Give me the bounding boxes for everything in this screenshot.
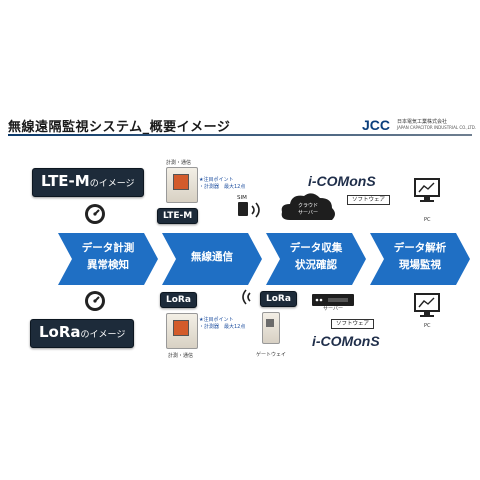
lte-m-badge-main: LTE-M bbox=[41, 172, 90, 190]
lora-device-image bbox=[166, 313, 198, 349]
lte-note: ★注目ポイント ・計測器 最大12点 bbox=[199, 177, 245, 191]
lte-m-badge-suffix: のイメージ bbox=[89, 179, 135, 189]
flow-step-4-text: データ解析 現場監視 bbox=[370, 240, 470, 274]
flow-step-1-text: データ計測 異常検知 bbox=[58, 240, 158, 274]
gauge-icon bbox=[84, 203, 106, 225]
lora-small-badge-left: LoRa bbox=[160, 292, 197, 308]
flow-step-3: データ収集 状況確認 bbox=[266, 233, 366, 285]
flow-step-2-line1: 無線通信 bbox=[191, 251, 233, 263]
lora-small-badge-right: LoRa bbox=[260, 291, 297, 307]
flow-step-1-line1: データ計測 bbox=[81, 242, 135, 254]
icomons-logo-bottom: i-COMonS bbox=[312, 333, 380, 349]
flow-arrow-shape-4 bbox=[370, 233, 470, 285]
monitor-chart-icon bbox=[414, 178, 440, 204]
cloud-label-line1: クラウド bbox=[297, 203, 318, 209]
lte-note-title: ★注目ポイント bbox=[199, 177, 234, 183]
lte-note-detail: ・計測器 最大12点 bbox=[199, 184, 246, 190]
lora-device-caption: 計測・通信 bbox=[168, 353, 194, 359]
cloud-icon: クラウド サーバー bbox=[278, 190, 338, 226]
lte-m-badge: LTE-Mのイメージ bbox=[32, 168, 144, 197]
flow-step-4-line1: データ解析 bbox=[393, 242, 447, 254]
lora-badge-main: LoRa bbox=[39, 323, 81, 341]
device-screen bbox=[173, 320, 189, 336]
gateway-caption: ゲートウェイ bbox=[256, 352, 287, 358]
server-rack-icon bbox=[312, 291, 354, 306]
sim-label: SIM bbox=[237, 195, 247, 201]
lte-device-image bbox=[166, 167, 198, 203]
flow-step-4: データ解析 現場監視 bbox=[370, 233, 470, 285]
logo-company-name-en: JAPAN CAPACITOR INDUSTRIAL CO.,LTD. bbox=[397, 125, 477, 130]
gateway-device-image bbox=[262, 312, 280, 344]
sim-card-icon bbox=[238, 202, 248, 216]
cloud-label: クラウド サーバー bbox=[294, 203, 322, 217]
logo-company-name: 日本電気工業株式会社 bbox=[397, 119, 448, 125]
flow-step-1-line2: 異常検知 bbox=[87, 259, 129, 271]
lora-note: ★注目ポイント ・計測器 最大12点 bbox=[199, 317, 245, 331]
server-software-label: ソフトウェア bbox=[331, 319, 375, 329]
flow-step-3-line1: データ収集 bbox=[289, 242, 343, 254]
lte-device-caption: 計測・通信 bbox=[166, 160, 192, 166]
flow-step-1: データ計測 異常検知 bbox=[58, 233, 158, 285]
gateway-panel bbox=[266, 319, 274, 327]
cloud-label-line2: サーバー bbox=[298, 210, 318, 216]
page-title: 無線遠隔監視システム_概要イメージ bbox=[8, 120, 231, 135]
flow-arrow-shape-3 bbox=[266, 233, 366, 285]
icomons-logo-top: i-COMonS bbox=[308, 173, 376, 189]
pc-label-bottom: PC bbox=[424, 323, 431, 329]
lora-note-detail: ・計測器 最大12点 bbox=[199, 324, 246, 330]
lora-badge-suffix: のイメージ bbox=[80, 330, 126, 340]
device-screen bbox=[173, 174, 189, 190]
cloud-software-label: ソフトウェア bbox=[347, 195, 391, 205]
server-label: サーバー bbox=[323, 306, 343, 312]
flow-step-3-text: データ収集 状況確認 bbox=[266, 240, 366, 274]
company-logo: JCC 日本電気工業株式会社 JAPAN CAPACITOR INDUSTRIA… bbox=[362, 117, 477, 133]
wifi-icon bbox=[238, 287, 252, 307]
flow-step-4-line2: 現場監視 bbox=[399, 259, 441, 271]
flow-step-2-text: 無線通信 bbox=[162, 249, 262, 266]
flow-step-3-line2: 状況確認 bbox=[295, 259, 337, 271]
lora-badge: LoRaのイメージ bbox=[30, 319, 135, 348]
pc-label-top: PC bbox=[424, 217, 431, 223]
flow-arrow-shape-2 bbox=[162, 233, 262, 285]
flow-step-2: 無線通信 bbox=[162, 233, 262, 285]
gauge-icon bbox=[84, 290, 106, 312]
monitor-chart-icon bbox=[414, 293, 440, 319]
title-divider bbox=[8, 134, 472, 136]
lte-m-small-badge: LTE-M bbox=[157, 208, 199, 224]
flow-arrow-shape-1 bbox=[58, 233, 158, 285]
lora-note-title: ★注目ポイント bbox=[199, 317, 234, 323]
wifi-icon bbox=[250, 200, 264, 220]
logo-mark: JCC bbox=[362, 117, 391, 133]
